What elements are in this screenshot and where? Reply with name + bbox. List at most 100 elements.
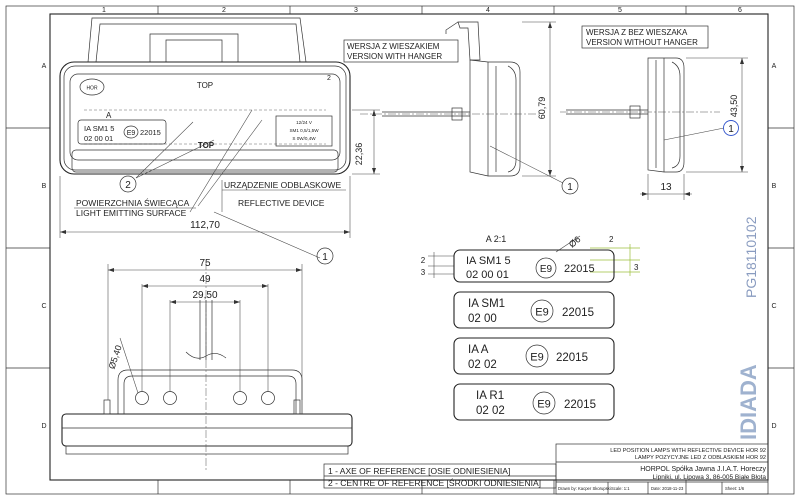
hanger-version-pl: WERSJA Z WIESZAKIEM [347,42,440,51]
detail-scale-label: A 2:1 [486,234,507,244]
sheet-number: Sheet: 1/6 [725,486,745,491]
marking-2-emark: E9 [535,307,548,319]
side-document-code: PG18110102 [743,216,759,298]
top-marking-upper: TOP [197,81,213,90]
front-spec-position: SM1 0,5/1,5W [289,128,319,133]
svg-text:2: 2 [125,180,131,191]
grid-row-b-left: B [42,183,47,190]
company-address: Lipniki, ul. Lipowa 3, 86-005 Białe Błot… [653,474,767,481]
balloon-centre-reference: 2 [119,175,137,193]
side-view-without-hanger: WERSJA Z BEZ WIESZAKA VERSION WITHOUT HA… [560,25,748,200]
drawing-frame [5,5,795,495]
dim-overall-length: 112,70 [190,220,220,231]
grid-col-6: 6 [738,7,742,14]
dim-side-height: 43,50 [729,95,739,118]
grid-row-a-right: A [772,63,777,70]
reflective-device-pl: URZĄDZENIE ODBLASKOWE [224,180,341,190]
grid-row-c-left: C [41,303,46,310]
top-marking-lower: TOP [198,141,215,150]
marking-1-emark: E9 [540,264,553,275]
company-name: HORPOL Spółka Jawna J.I.A.T. Horeczy [640,466,766,473]
grid-row-a-left: A [42,63,47,70]
grid-col-1: 1 [102,7,106,14]
title-polish: LAMPY POZYCYJNE LED Z ODBLASKIEM HOR 92 [635,455,766,461]
reflective-device-en: REFLECTIVE DEVICE [238,198,325,208]
dim-hole-diameter: Ø5,40 [107,344,124,370]
dim-base-2950: 29,50 [192,290,217,301]
grid-row-c-right: C [771,303,776,310]
front-plate-code: IA SM1 5 [84,124,114,133]
marking-1-approval: 22015 [564,263,595,275]
detail-a: A 2:1 Ø6 2 3 2 3 [421,234,640,278]
balloon-axis-side: 1 [561,177,579,195]
emitting-surface-callout: POWIERZCHNIA ŚWIECĄCA LIGHT EMITTING SUR… [74,197,196,218]
front-spec-voltage: 12/24 V [296,120,313,125]
svg-text:HOR: HOR [86,86,98,92]
grid-row-d-right: D [771,423,776,430]
svg-text:1: 1 [322,252,328,263]
view-letter: A [106,111,112,120]
marking-plate-3: IA A 02 02 E9 22015 [453,337,615,375]
emitting-surface-pl: POWIERZCHNIA ŚWIECĄCA [76,197,190,208]
grid-col-4: 4 [486,7,490,14]
emitting-surface-en: LIGHT EMITTING SURFACE [76,208,187,218]
grid-column-labels: 1 2 3 4 5 6 [102,7,742,14]
marking-2-approval: 22015 [562,307,594,319]
svg-text:1: 1 [567,182,573,193]
marking-3-approval: 22015 [556,352,588,364]
marking-2-line2: 02 00 [468,313,497,325]
marking-1-line2: 02 00 01 [466,269,509,281]
marking-3-emark: E9 [530,352,543,364]
dim-hanger-height: 60,79 [537,97,547,120]
balloon-axis-bottom: 1 [316,247,334,265]
marking-4-line1: IA R1 [476,390,504,402]
nohanger-version-pl: WERSJA Z BEZ WIESZAKA [586,28,688,37]
note-axis-reference: 1 - AXE OF REFERENCE [OSIE ODNIESIENIA] [328,466,510,476]
watermark-logo: IDIADA [736,364,761,440]
dim-side-depth: 13 [660,182,672,193]
dim-left-height: 22,36 [354,143,364,166]
side-view-with-hanger: WERSJA Z WIESZAKIEM VERSION WITH HANGER … [343,21,564,184]
front-plate-date: 02 00 01 [84,134,113,143]
grid-col-5: 5 [618,7,622,14]
reflective-device-callout: URZĄDZENIE ODBLASKOWE REFLECTIVE DEVICE [221,180,346,212]
marking-4-line2: 02 02 [476,405,505,417]
grid-row-b-right: B [772,183,777,190]
drawing-scale: Scale: 1:1 [611,486,630,491]
dim-detail-left-2: 2 [421,256,426,265]
horpol-logo-icon: HOR [79,78,105,96]
marking-3-line2: 02 02 [468,359,497,371]
drawing-date: Date: 2018-11-23 [651,486,684,491]
title-english: LED POSITION LAMPS WITH REFLECTIVE DEVIC… [610,448,766,454]
marking-3-line1: IA A [468,344,489,356]
balloon-axis-nohanger: 1 [723,120,739,136]
marking-4-emark: E9 [537,399,550,411]
bottom-view: 75 49 29,50 Ø5,40 [61,211,353,470]
front-plate-emark: E9 [127,130,136,137]
grid-row-d-left: D [41,423,46,430]
dim-detail-right-3: 3 [634,263,639,272]
title-block: LED POSITION LAMPS WITH REFLECTIVE DEVIC… [555,443,769,495]
nohanger-version-en: VERSION WITHOUT HANGER [586,38,698,47]
dim-detail-right-2: 2 [609,235,614,244]
marking-plate-4: IA R1 02 02 E9 22015 [453,383,615,421]
marking-1-line1: IA SM1 5 [466,255,511,267]
corner-number: 2 [327,75,331,82]
front-view: HOR TOP TOP 2 A IA SM1 5 02 00 01 E9 220… [59,17,380,238]
marking-2-line1: IA SM1 [468,298,505,310]
dim-detail-diameter: Ø6 [567,234,583,249]
grid-row-labels: A B C D A B C D [41,63,776,430]
svg-text:1: 1 [728,124,734,135]
drawn-by: Drawn by: Kacper Skorupski [558,486,611,491]
dim-base-75: 75 [199,258,211,269]
dim-detail-left-3: 3 [421,268,426,277]
grid-col-2: 2 [222,7,226,14]
grid-col-3: 3 [354,7,358,14]
dim-base-49: 49 [199,274,211,285]
front-spec-side: S 0W/0,4W [292,136,316,141]
hanger-version-en: VERSION WITH HANGER [347,52,442,61]
marking-plate-2: IA SM1 02 00 E9 22015 [453,291,615,329]
front-plate-approval: 22015 [140,128,161,137]
